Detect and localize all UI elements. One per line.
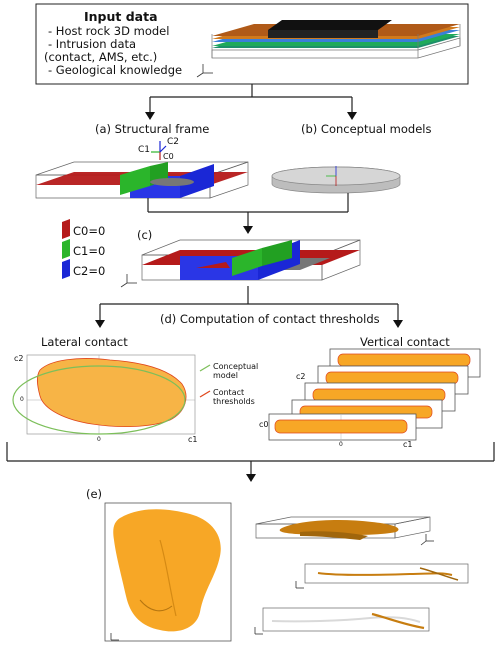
legend-c1: C1=0 (73, 244, 106, 258)
legend-conceptual-line (199, 364, 211, 372)
lateral-contact-plot (12, 354, 196, 435)
axes-icon-e4 (254, 627, 263, 635)
conceptual-model-disc (271, 166, 401, 194)
legend-c2: C2=0 (73, 264, 106, 278)
arrow-to-a (145, 112, 155, 120)
lateral-x0: 0 (97, 436, 101, 443)
vertical-c0: c0 (259, 420, 269, 429)
input-line-1: - Host rock 3D model (48, 24, 170, 38)
host-rock-model (211, 20, 461, 59)
vertical-x0: 0 (339, 441, 343, 448)
lateral-ylabel: c2 (14, 354, 24, 363)
arrow-to-vertical (393, 320, 403, 328)
axes-icon-e2 (420, 534, 434, 546)
legend-conceptual-1: Conceptual (213, 362, 259, 371)
arrow-to-b (347, 112, 357, 120)
legend-c0: C0=0 (73, 224, 106, 238)
lateral-y0: 0 (20, 396, 24, 403)
axes-icon-e1 (110, 633, 119, 641)
structural-frame-model (35, 161, 249, 199)
vertical-c2: c2 (296, 372, 306, 381)
section-c-label: (c) (137, 228, 153, 242)
vertical-contact-stack (268, 348, 481, 441)
frame-legend-swatches (62, 219, 70, 279)
arrow-to-lateral (95, 320, 105, 328)
combined-frame-model (141, 239, 361, 281)
section-b-label: (b) Conceptual models (301, 122, 432, 136)
arrow-to-c (243, 226, 253, 234)
lateral-xlabel: c1 (188, 435, 198, 444)
legend-conceptual-2: model (213, 371, 238, 380)
vertical-c1: c1 (403, 440, 413, 449)
legend-contact-2: thresholds (213, 397, 255, 406)
lateral-title: Lateral contact (41, 335, 128, 349)
section-e-label: (e) (86, 487, 103, 501)
axis-c1-label: C1 (138, 145, 151, 155)
axis-c0-label: C0 (163, 152, 174, 161)
axes-icon-input (196, 64, 213, 78)
vertical-title: Vertical contact (360, 335, 450, 349)
axes-icon-c (120, 274, 137, 288)
legend-contact-line (199, 390, 211, 398)
intrusion-section-xz (304, 563, 469, 584)
frame-axes-icon (151, 141, 167, 160)
intrusion-section-yz (262, 607, 430, 632)
intrusion-map-view (104, 502, 232, 642)
input-line-4: - Geological knowledge (48, 63, 183, 77)
axes-icon-e3 (295, 581, 304, 589)
arrow-to-e (246, 474, 256, 482)
section-d-label: (d) Computation of contact thresholds (160, 312, 380, 326)
input-line-3: (contact, AMS, etc.) (44, 50, 158, 64)
section-a-label: (a) Structural frame (95, 122, 210, 136)
input-line-2: - Intrusion data (48, 37, 137, 51)
axis-c2-label: C2 (167, 137, 180, 147)
intrusion-3d-view (255, 516, 431, 540)
input-data-title: Input data (84, 9, 158, 24)
legend-contact-1: Contact (213, 388, 245, 397)
